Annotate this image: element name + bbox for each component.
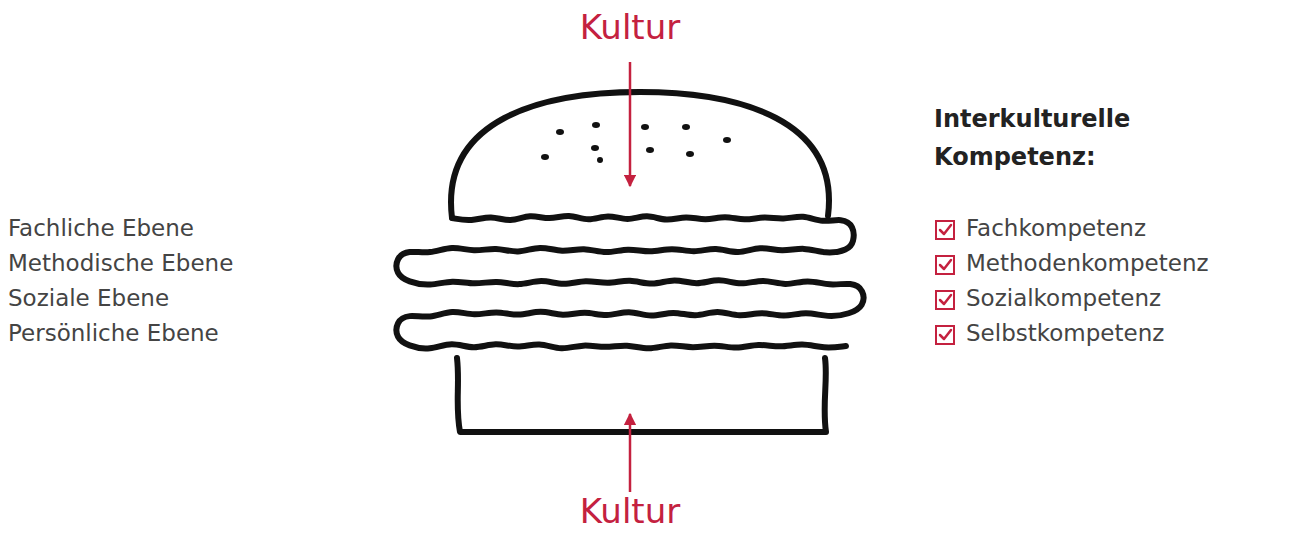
checkbox-icon [936,291,954,309]
checkbox-frame [936,256,954,274]
checkbox-frame [936,221,954,239]
bun-top [451,92,829,218]
check-mark [940,295,951,304]
checkbox-icon [936,221,954,239]
bun-bottom [457,358,826,432]
checkbox-icons [936,221,954,344]
level-label: Fachliche Ebene [8,214,194,243]
culture-label: Kultur [580,6,680,49]
patty-line [397,216,864,349]
check-mark [940,225,951,234]
sesame-seeds [541,122,731,163]
competence-heading: Interkulturelle Kompetenz: [934,100,1214,176]
level-label: Persönliche Ebene [8,319,219,348]
competence-item: Fachkompetenz [966,214,1146,243]
competence-item: Sozialkompetenz [966,284,1161,313]
checkbox-frame [936,291,954,309]
checkbox-frame [936,326,954,344]
patty-layers [397,216,864,349]
culture-arrow [629,62,632,186]
culture-label: Kultur [580,490,680,533]
competence-item: Methodenkompetenz [966,249,1209,278]
checkbox-icon [936,326,954,344]
checkbox-icon [936,256,954,274]
check-mark [940,330,951,339]
check-mark [940,260,951,269]
competence-item: Selbstkompetenz [966,319,1164,348]
culture-arrow [629,414,632,492]
level-label: Methodische Ebene [8,249,233,278]
level-label: Soziale Ebene [8,284,169,313]
